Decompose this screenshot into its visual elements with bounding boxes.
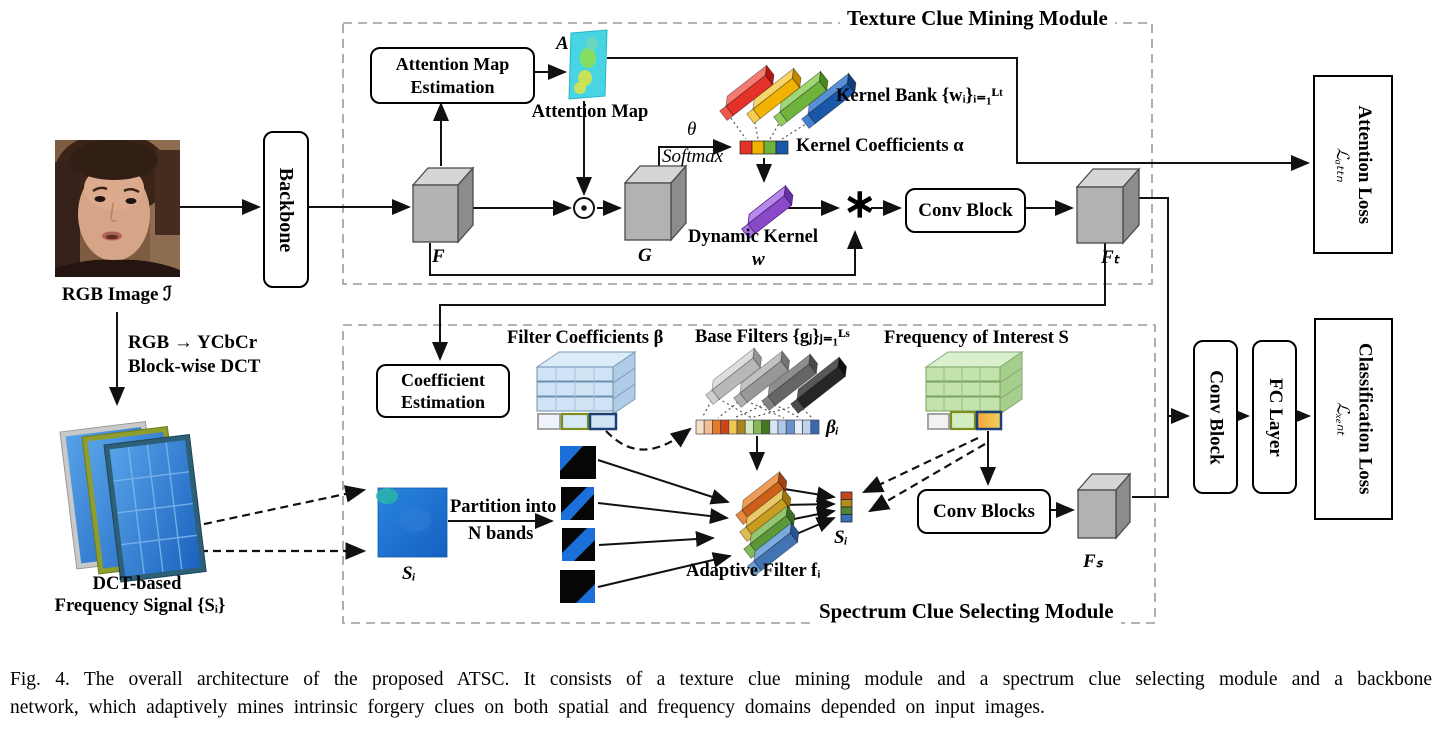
figure-caption-line-1: Fig. 4. The overall architecture of the … bbox=[10, 669, 1432, 690]
connector-lines bbox=[109, 57, 1311, 588]
classification-loss-symbol: ℒₓₑₙₜ bbox=[1333, 402, 1353, 436]
dct-frequency-planes bbox=[59, 420, 207, 583]
backbone-box: Backbone bbox=[263, 131, 309, 288]
dynamic-kernel-bar bbox=[741, 184, 794, 239]
filter-coefficients-label: Filter Coefficients β bbox=[507, 328, 664, 348]
filter-coefficients-stack bbox=[535, 351, 637, 431]
blockwise-dct-label: Block-wise DCT bbox=[128, 356, 261, 377]
base-filters-label: Base Filters {gⱼ}ⱼ₌₁ᴸˢ bbox=[695, 327, 850, 347]
rgb-face-image bbox=[55, 140, 180, 277]
dashed-connectors bbox=[114, 427, 986, 560]
feature-f-label: F bbox=[432, 246, 445, 267]
rgb-to-ycbcr-label: RGB → YCbCr bbox=[128, 332, 258, 353]
feature-fs-label: Fₛ bbox=[1083, 551, 1103, 572]
rgb-image-label: RGB Image ℐ bbox=[61, 284, 173, 305]
s-i-strip-label: Sᵢ bbox=[834, 527, 848, 548]
f-cube bbox=[411, 166, 475, 244]
dct-signal-label-line1: DCT-based bbox=[92, 574, 182, 594]
classification-loss-box: Classification Loss ℒₓₑₙₜ bbox=[1314, 318, 1393, 520]
diagram-canvas bbox=[55, 22, 1311, 624]
feature-cubes bbox=[411, 164, 1141, 540]
dynamic-kernel-label: Dynamic Kernel bbox=[688, 227, 818, 247]
figure-caption-line-2: network, which adaptively mines intrinsi… bbox=[10, 697, 1045, 718]
classification-loss-label: Classification Loss bbox=[1354, 343, 1376, 495]
fc-layer-label: FC Layer bbox=[1264, 377, 1286, 457]
softmax-label: Softmax bbox=[662, 146, 724, 167]
spectrum-module-title: Spectrum Clue Selecting Module bbox=[812, 599, 1121, 624]
kernel-coefficients-strip bbox=[739, 140, 789, 155]
feature-g-label: G bbox=[638, 245, 652, 266]
fc-layer-box: FC Layer bbox=[1252, 340, 1297, 494]
attention-map-image bbox=[568, 29, 608, 100]
dct-signal-label-line2: Frequency Signal {Sᵢ} bbox=[54, 596, 226, 616]
theta-symbol: θ bbox=[687, 119, 697, 140]
selected-band-strip bbox=[840, 491, 853, 523]
partition-label-line2: N bands bbox=[468, 524, 534, 544]
conv-blocks-spectrum-label: Conv Blocks bbox=[933, 500, 1035, 522]
partition-label-line1: Partition into bbox=[450, 497, 557, 517]
attention-map-estimation-label: Attention Map Estimation bbox=[395, 54, 510, 97]
conv-blocks-spectrum-box: Conv Blocks bbox=[917, 489, 1051, 534]
kernel-bank-bars bbox=[719, 64, 857, 129]
beta-i-label: βᵢ bbox=[826, 417, 839, 438]
fs-cube bbox=[1076, 472, 1132, 540]
s-i-map-label: Sᵢ bbox=[402, 563, 416, 584]
conv-block-texture-box: Conv Block bbox=[905, 188, 1026, 233]
adaptive-filter-bars bbox=[735, 470, 800, 576]
coefficient-estimation-label: Coefficient Estimation bbox=[400, 369, 485, 413]
beta-coefficients-strip bbox=[695, 419, 820, 435]
adaptive-filter-label: Adaptive Filter fᵢ bbox=[686, 561, 821, 581]
attention-map-estimation-box: Attention Map Estimation bbox=[370, 47, 535, 104]
texture-module-title: Texture Clue Mining Module bbox=[840, 6, 1115, 31]
conv-block-texture-label: Conv Block bbox=[918, 199, 1013, 221]
spectrum-module-border bbox=[342, 324, 1156, 624]
base-filter-bars bbox=[705, 347, 847, 414]
elementwise-product-icon bbox=[573, 197, 595, 219]
kernel-bank-label: Kernel Bank {wᵢ}ᵢ₌₁ᴸᵗ bbox=[836, 86, 1003, 106]
attention-map-label: Attention Map bbox=[531, 102, 649, 122]
texture-module-border bbox=[342, 22, 1153, 285]
g-cube bbox=[623, 164, 688, 242]
attention-map-symbol: A bbox=[556, 33, 569, 54]
attention-loss-symbol: ℒₐₜₜₙ bbox=[1332, 147, 1352, 182]
s-i-spectrum-map bbox=[376, 487, 448, 558]
frequency-of-interest-stack bbox=[924, 351, 1024, 431]
frequency-of-interest-label: Frequency of Interest S bbox=[884, 328, 1069, 348]
backbone-label: Backbone bbox=[275, 167, 297, 252]
convolution-operator: ∗ bbox=[843, 181, 877, 226]
dynamic-kernel-symbol: w bbox=[752, 249, 765, 270]
kernel-coefficients-label: Kernel Coefficients α bbox=[796, 136, 964, 156]
coefficient-estimation-box: Coefficient Estimation bbox=[376, 364, 510, 418]
conv-block-output-label: Conv Block bbox=[1205, 369, 1227, 465]
ft-cube bbox=[1075, 167, 1141, 245]
attention-loss-box: Attention Loss ℒₐₜₜₙ bbox=[1313, 75, 1393, 254]
band-mask-squares bbox=[560, 446, 596, 603]
feature-ft-label: Fₜ bbox=[1101, 247, 1120, 268]
attention-loss-label: Attention Loss bbox=[1353, 105, 1375, 224]
conv-block-output-box: Conv Block bbox=[1193, 340, 1238, 494]
module-borders bbox=[342, 22, 1156, 624]
